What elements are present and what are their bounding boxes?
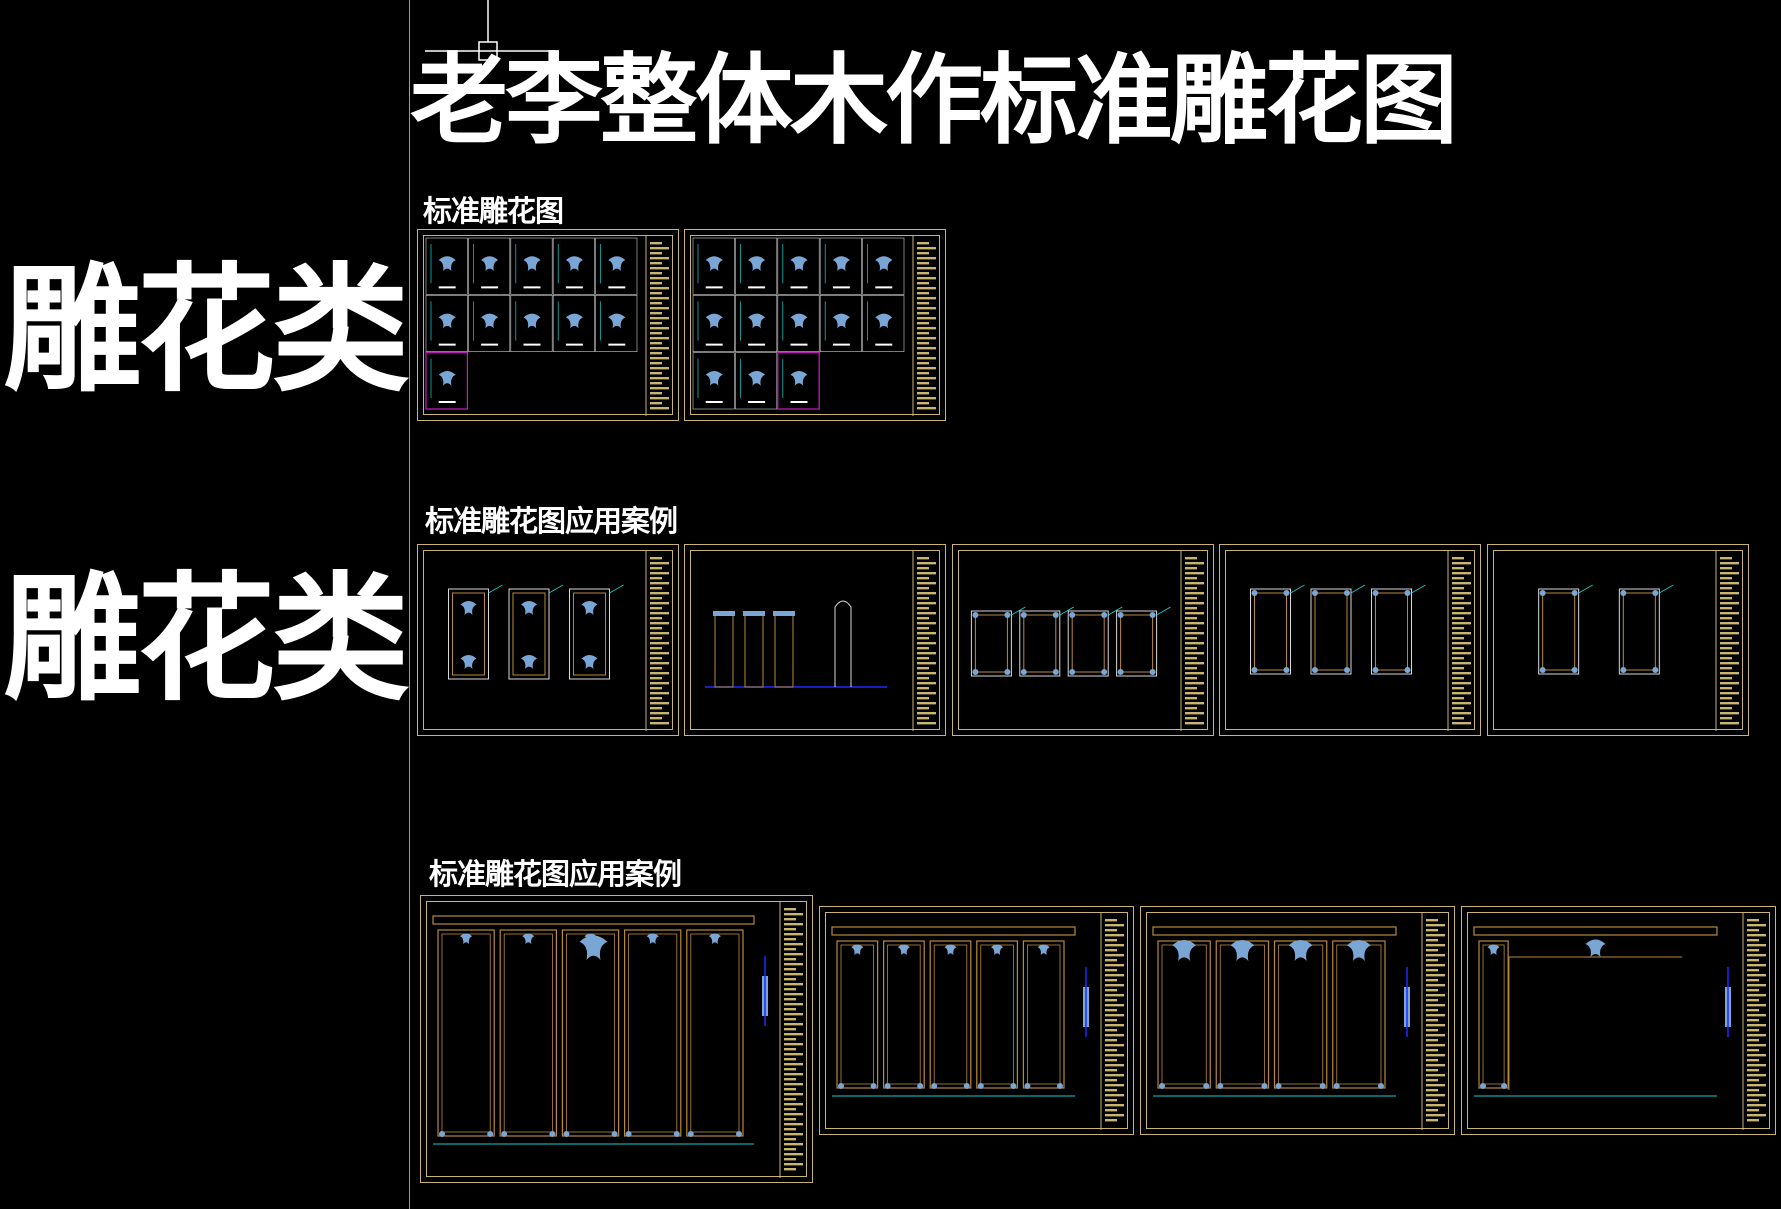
category-label-2: 雕花类 [3,559,409,720]
drawing-sheet-case-a4[interactable] [1219,544,1481,736]
drawing-sheet-case-a3[interactable] [952,544,1214,736]
drawing-sheet-case-b2[interactable] [819,906,1134,1135]
category-label-1: 雕花类 [3,250,409,411]
drawing-sheet-case-a5[interactable] [1487,544,1749,736]
drawing-sheet-case-b4[interactable] [1461,906,1776,1135]
drawing-sheet-case-b3[interactable] [1140,906,1455,1135]
drawing-sheet-carvings-2[interactable] [684,229,946,421]
section-title-cases-1: 标准雕花图应用案例 [425,504,678,538]
drawing-sheet-case-a2[interactable] [684,544,946,736]
drawing-sheet-case-a1[interactable] [417,544,679,736]
drawing-title: 老李整体木作标准雕花图 [410,44,1458,158]
crosshair-cursor-icon [425,0,555,61]
drawing-sheet-case-b1[interactable] [420,895,813,1183]
panel-divider[interactable] [409,0,410,1209]
drawing-sheet-carvings-1[interactable] [417,229,679,421]
section-title-standard: 标准雕花图 [423,194,564,228]
section-title-cases-2: 标准雕花图应用案例 [429,857,682,891]
